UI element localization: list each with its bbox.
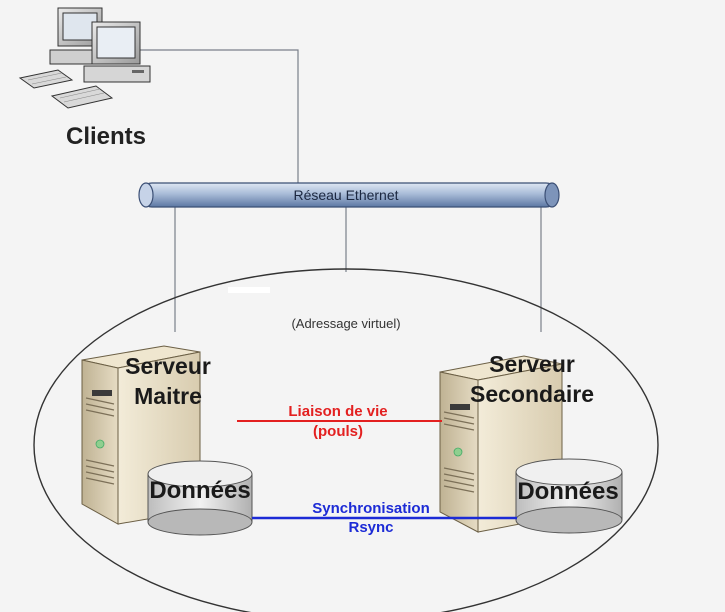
secondary-title-line2: Secondaire: [470, 381, 594, 407]
heartbeat-label-line1: Liaison de vie: [288, 403, 387, 420]
master-disk-label: Données: [149, 477, 250, 504]
clients-label: Clients: [66, 123, 146, 150]
clients-to-network-line: [118, 49, 299, 186]
ethernet-bus: [138, 182, 560, 208]
secondary-disk-label: Données: [517, 478, 618, 505]
network-label: Réseau Ethernet: [293, 187, 398, 203]
clients-computer-icon: [18, 7, 151, 109]
connection-lines: [118, 49, 542, 332]
secondary-title-line1: Serveur: [489, 351, 575, 377]
master-disk-icon: [147, 460, 253, 536]
cluster-label: (Adressage virtuel): [291, 316, 400, 331]
cluster-ellipse: [33, 268, 659, 612]
master-title-line2: Maitre: [134, 383, 202, 409]
secondary-disk-icon: [515, 458, 623, 534]
sync-label-line1: Synchronisation: [312, 500, 430, 517]
master-title-line1: Serveur: [125, 353, 211, 379]
ellipse-gap: [228, 287, 270, 293]
sync-label-line2: Rsync: [348, 519, 393, 536]
heartbeat-label-line2: (pouls): [313, 423, 363, 440]
